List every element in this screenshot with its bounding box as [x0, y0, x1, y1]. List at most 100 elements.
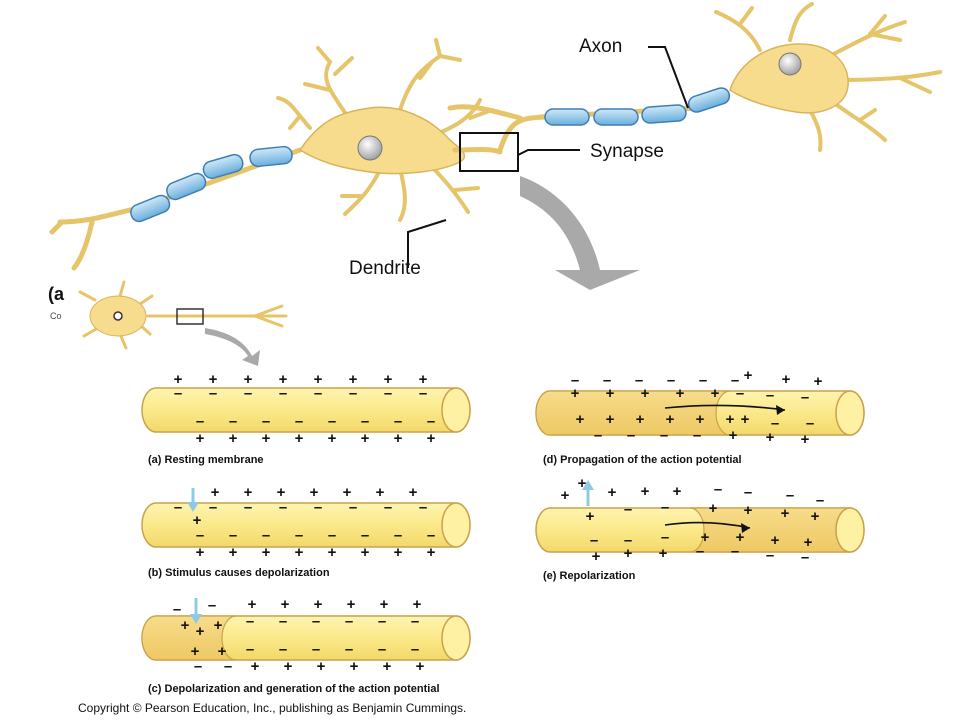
negative-charge: – [174, 385, 182, 402]
positive-charge: + [384, 371, 393, 388]
negative-charge: – [349, 499, 357, 516]
negative-charge: – [244, 385, 252, 402]
negative-charge: – [328, 413, 336, 430]
positive-charge: + [229, 544, 238, 561]
negative-charge: – [801, 549, 809, 566]
positive-charge: + [606, 385, 615, 402]
negative-charge: – [246, 641, 254, 658]
negative-charge: – [208, 597, 216, 614]
stimulus-arrow [582, 480, 594, 506]
negative-charge: – [279, 613, 287, 630]
positive-charge: + [586, 508, 595, 525]
tube-resting: ++++++++––––––––––––––––++++++++ [141, 371, 471, 447]
negative-charge: – [771, 415, 779, 432]
negative-charge: – [312, 613, 320, 630]
positive-charge: + [196, 430, 205, 447]
leader-lines [407, 46, 689, 268]
propagation-arrow [664, 404, 786, 415]
negative-charge: – [603, 372, 611, 389]
caption-panel-b: (b) Stimulus causes depolarization [148, 567, 330, 579]
right-cell-body [729, 43, 849, 114]
positive-charge: + [766, 429, 775, 446]
left-nucleus [357, 135, 383, 161]
thumbnail-zoom-arrow [205, 328, 260, 366]
negative-charge: – [196, 413, 204, 430]
positive-charge: + [191, 643, 200, 660]
negative-charge: – [361, 527, 369, 544]
positive-charge: + [726, 411, 735, 428]
negative-charge: – [394, 413, 402, 430]
negative-charge: – [744, 484, 752, 501]
positive-charge: + [729, 427, 738, 444]
stimulus-arrow [190, 598, 202, 624]
positive-charge: + [251, 658, 260, 675]
negative-charge: – [394, 527, 402, 544]
copyright-fragment-label: Co [50, 311, 62, 321]
negative-charge: – [349, 385, 357, 402]
right-nucleus [778, 52, 802, 76]
negative-charge: – [209, 499, 217, 516]
negative-charge: – [627, 427, 635, 444]
positive-charge: + [214, 617, 223, 634]
positive-charge: + [659, 545, 668, 562]
positive-charge: + [804, 534, 813, 551]
caption-panel-e: (e) Repolarization [543, 570, 636, 582]
caption-panel-d: (d) Propagation of the action potential [543, 454, 742, 466]
panel-fragment-label: (a [48, 284, 65, 304]
positive-charge: + [248, 596, 257, 613]
negative-charge: – [696, 543, 704, 560]
caption-panel-a: (a) Resting membrane [148, 454, 264, 466]
negative-charge: – [361, 413, 369, 430]
positive-charge: + [427, 430, 436, 447]
positive-charge: + [284, 658, 293, 675]
negative-charge: – [378, 613, 386, 630]
positive-charge: + [262, 544, 271, 561]
left-myelin-sheaths [130, 145, 293, 223]
dendrite-label: Dendrite [349, 258, 421, 279]
negative-charge: – [244, 499, 252, 516]
neuron-illustration [49, 2, 942, 290]
positive-charge: + [394, 430, 403, 447]
repolarization-arrow [664, 521, 751, 533]
negative-charge: – [378, 641, 386, 658]
synapse-label: Synapse [590, 141, 664, 162]
negative-charge: – [635, 372, 643, 389]
positive-charge: + [281, 596, 290, 613]
positive-charge: + [343, 484, 352, 501]
positive-charge: + [608, 484, 617, 501]
positive-charge: + [196, 544, 205, 561]
positive-charge: + [413, 596, 422, 613]
positive-charge: + [624, 545, 633, 562]
positive-charge: + [673, 483, 682, 500]
negative-charge: – [624, 501, 632, 518]
negative-charge: – [384, 385, 392, 402]
negative-charge: – [411, 641, 419, 658]
positive-charge: + [380, 596, 389, 613]
tube-repolarization: +++++––––+––++++–––+++++++–––– [535, 475, 865, 566]
negative-charge: – [714, 481, 722, 498]
positive-charge: + [181, 617, 190, 634]
left-cell-body [298, 106, 466, 175]
negative-charge: – [262, 527, 270, 544]
positive-charge: + [711, 385, 720, 402]
positive-charge: + [394, 544, 403, 561]
positive-charge: + [350, 658, 359, 675]
positive-charge: + [310, 484, 319, 501]
positive-charge: + [244, 484, 253, 501]
negative-charge: – [594, 427, 602, 444]
positive-charge: + [361, 430, 370, 447]
negative-charge: – [174, 499, 182, 516]
tube-depolarization: ––+++++++++––––––++––––––––++++++ [141, 596, 471, 675]
negative-charge: – [806, 415, 814, 432]
negative-charge: – [419, 499, 427, 516]
neuron-thumbnail [78, 280, 288, 366]
negative-charge: – [173, 601, 181, 618]
positive-charge: + [782, 371, 791, 388]
negative-charge: – [667, 372, 675, 389]
negative-charge: – [624, 532, 632, 549]
negative-charge: – [427, 413, 435, 430]
negative-charge: – [786, 487, 794, 504]
gray-zoom-arrow [520, 176, 640, 290]
negative-charge: – [384, 499, 392, 516]
right-myelin-sheaths [544, 87, 731, 126]
